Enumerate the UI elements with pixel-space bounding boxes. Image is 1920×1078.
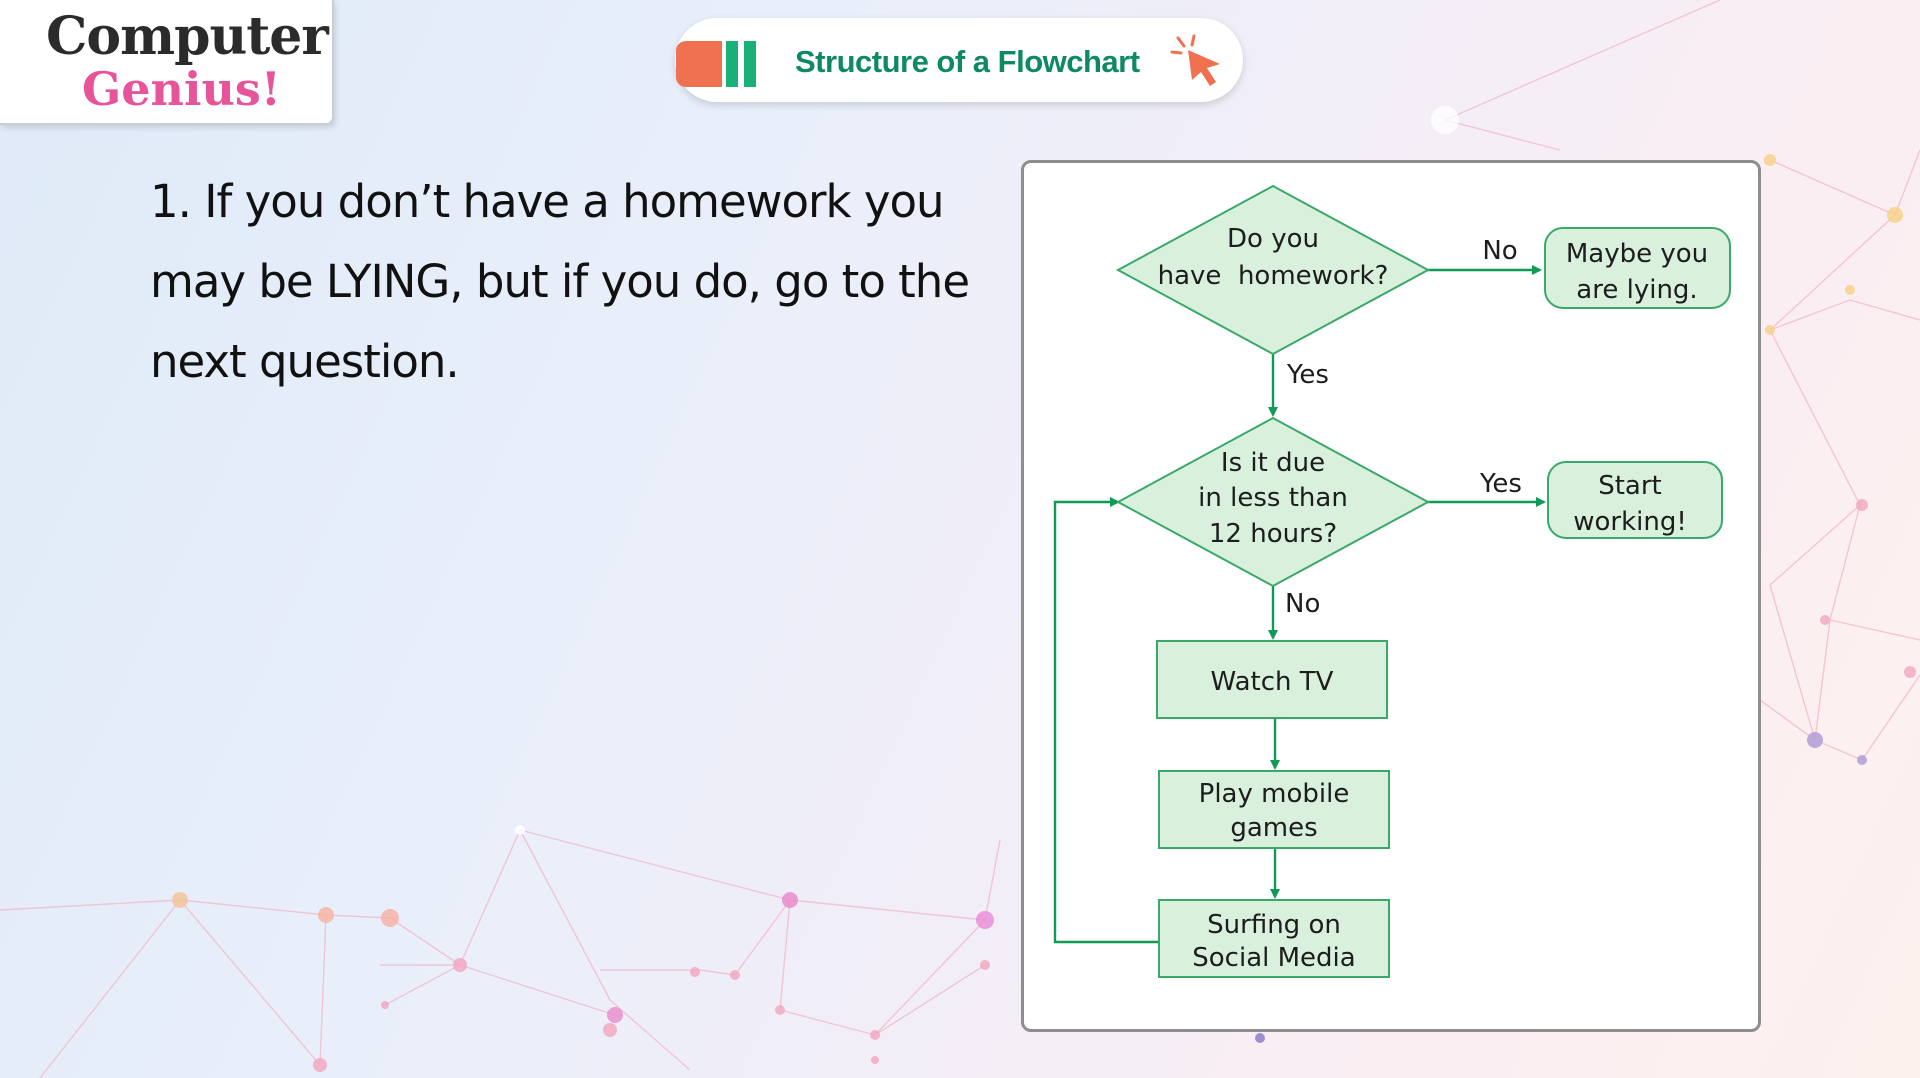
decision-homework-line2: have homework? bbox=[1158, 261, 1389, 291]
label-q1-yes: Yes bbox=[1286, 360, 1329, 390]
decision-due-line1: Is it due bbox=[1221, 448, 1325, 478]
terminator-start-line2: working! bbox=[1573, 507, 1687, 537]
decision-due-line2: in less than bbox=[1198, 483, 1348, 513]
title-banner bbox=[675, 18, 1243, 102]
cursor-click-icon bbox=[1170, 34, 1220, 86]
terminator-lying-line2: are lying. bbox=[1576, 275, 1697, 305]
process-surfing-line1: Surfing on bbox=[1207, 910, 1341, 940]
label-q2-no: No bbox=[1285, 589, 1320, 619]
process-play-games-line2: games bbox=[1230, 813, 1317, 843]
logo-text-computer: Computer bbox=[46, 6, 329, 67]
decision-homework bbox=[1115, 184, 1431, 356]
terminator-lying-line1: Maybe you bbox=[1566, 239, 1708, 269]
arrow-loop-back bbox=[1053, 497, 1159, 944]
process-watch-tv-label: Watch TV bbox=[1211, 667, 1334, 697]
process-watch-tv bbox=[1156, 640, 1388, 719]
decision-homework-line1: Do you bbox=[1227, 224, 1319, 254]
instruction-text: 1. If you don’t have a homework you may … bbox=[150, 175, 970, 388]
terminator-start bbox=[1547, 461, 1723, 539]
green-bar-icon bbox=[744, 41, 756, 87]
orange-bar-icon bbox=[676, 41, 722, 87]
page-title: Structure of a Flowchart bbox=[795, 44, 1140, 79]
terminator-lying bbox=[1544, 227, 1731, 309]
decision-due-line3: 12 hours? bbox=[1209, 519, 1337, 549]
process-surfing-line2: Social Media bbox=[1192, 943, 1355, 973]
logo-text-genius: Genius! bbox=[82, 62, 282, 116]
label-q2-yes: Yes bbox=[1479, 469, 1522, 499]
label-q1-no: No bbox=[1482, 236, 1517, 266]
decision-due bbox=[1115, 416, 1431, 588]
process-play-games bbox=[1158, 770, 1390, 849]
green-bar-icon bbox=[726, 41, 738, 87]
logo: Computer Genius! bbox=[0, 0, 334, 125]
process-play-games-line1: Play mobile bbox=[1199, 779, 1350, 809]
flowchart-diagram: Do you have homework? No Yes Maybe you a… bbox=[1053, 184, 1731, 978]
process-surfing bbox=[1158, 899, 1390, 978]
terminator-start-line1: Start bbox=[1598, 471, 1662, 501]
